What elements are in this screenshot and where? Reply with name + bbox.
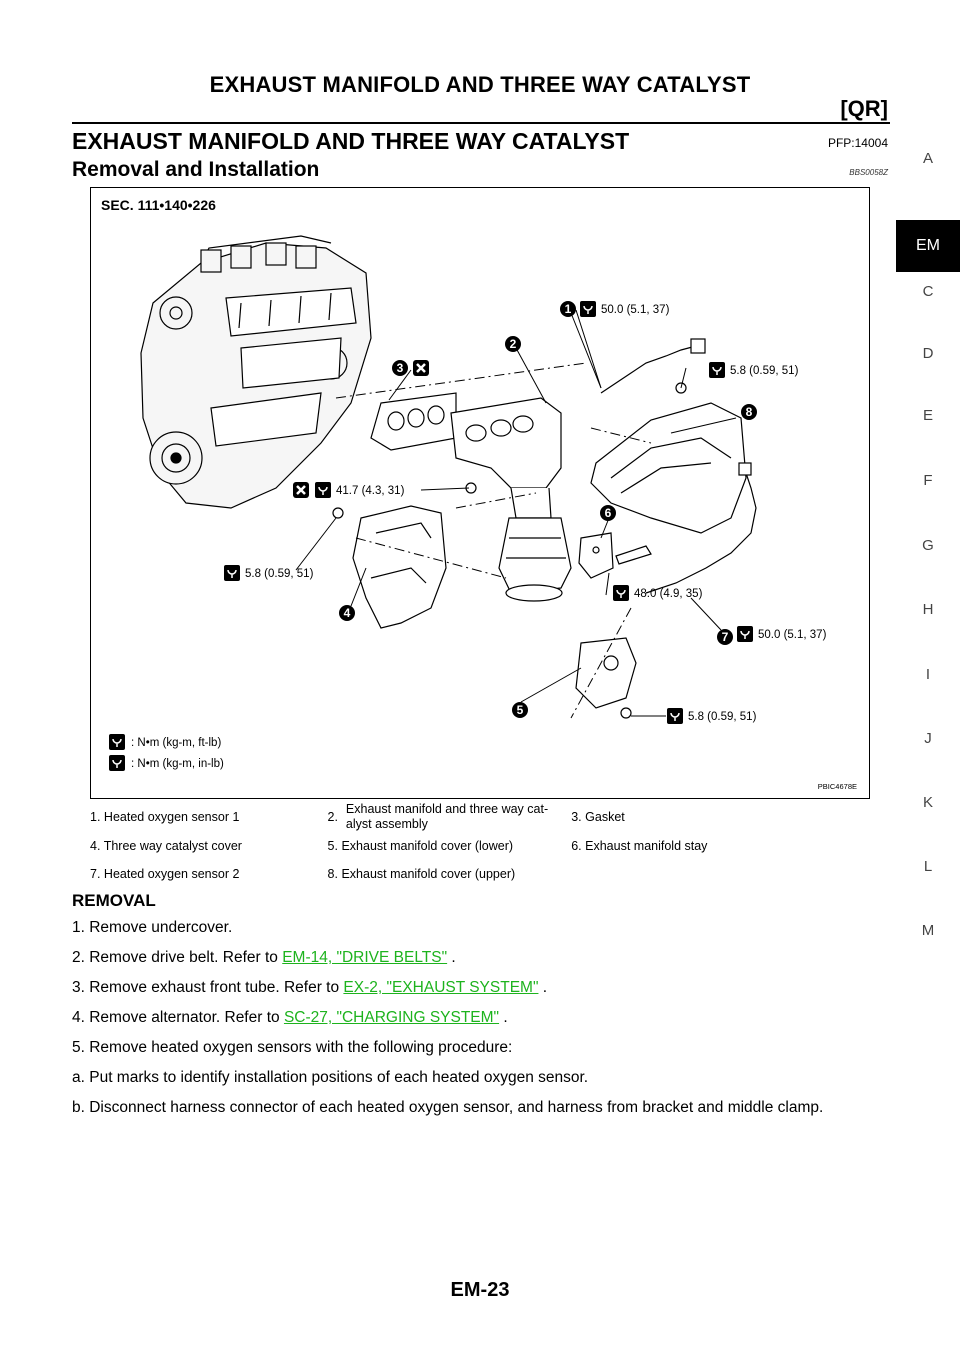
catalyst-cover-drawing	[352, 505, 447, 629]
ref-link-charging-system[interactable]: SC-27, "CHARGING SYSTEM"	[283, 1009, 500, 1026]
table-cell: 6. Exhaust manifold stay	[571, 838, 708, 853]
ref-link-drive-belts[interactable]: EM-14, "DRIVE BELTS"	[282, 949, 448, 966]
table-cell: 5. Exhaust manifold cover (lower)	[327, 838, 514, 853]
legend-ft-lb: : N•m (kg-m, ft-lb)	[131, 737, 221, 749]
index-tab-a[interactable]: A	[922, 150, 933, 167]
oxygen-sensor-2-drawing	[645, 462, 757, 594]
callout-5: 5	[517, 703, 524, 717]
reference-code: BBS0058Z	[849, 168, 888, 177]
sub-title: Removal and Installation	[72, 158, 320, 181]
callout-8: 8	[746, 405, 753, 419]
index-tab-e[interactable]: E	[922, 407, 933, 424]
manifold-stay-drawing	[578, 532, 652, 579]
step-5a: a. Put marks to identify installation po…	[72, 1069, 589, 1086]
ref-link-exhaust-system[interactable]: EX-2, "EXHAUST SYSTEM"	[343, 979, 539, 996]
index-tab-l[interactable]: L	[923, 858, 933, 875]
header-rule	[72, 122, 890, 124]
centerlines-drawing	[335, 362, 652, 719]
callout-4: 4	[344, 606, 351, 620]
parts-legend-table: 1. Heated oxygen sensor 1 2. Exhaust man…	[90, 802, 890, 888]
table-cell: Exhaust manifold and three way cat-alyst…	[345, 802, 549, 831]
callout-3: 3	[397, 361, 404, 375]
table-cell: 2.	[327, 809, 338, 824]
table-cell: 3. Gasket	[571, 809, 625, 824]
step-4: 4. Remove alternator. Refer to SC-27, "C…	[72, 1009, 508, 1026]
oxygen-sensor-1-drawing	[600, 338, 706, 394]
section-number: SEC. 111•140•226	[101, 197, 216, 213]
index-tab-g[interactable]: G	[922, 537, 934, 554]
figure-code: PBIC4678E	[818, 782, 857, 791]
step-2: 2. Remove drive belt. Refer to EM-14, "D…	[72, 949, 456, 966]
torque-label-1: 50.0 (5.1, 37)	[601, 304, 670, 316]
engine-block-drawing	[140, 235, 372, 509]
do-not-reuse-icon	[293, 360, 429, 498]
main-title: EXHAUST MANIFOLD AND THREE WAY CATALYST	[72, 128, 630, 154]
side-index: A EM C D E F G H I J K L M	[896, 0, 960, 1358]
table-cell: 8. Exhaust manifold cover (upper)	[327, 866, 516, 881]
torque-label-7: 5.8 (0.59, 51)	[688, 711, 757, 723]
removal-heading: REMOVAL	[72, 891, 156, 910]
torque-label-2: 5.8 (0.59, 51)	[730, 365, 799, 377]
manifold-cover-upper-drawing	[590, 402, 747, 534]
table-cell: 1. Heated oxygen sensor 1	[90, 809, 240, 824]
index-tab-j[interactable]: J	[924, 730, 932, 747]
index-tab-f[interactable]: F	[923, 472, 933, 489]
torque-label-4: 5.8 (0.59, 51)	[245, 568, 314, 580]
index-tab-i[interactable]: I	[925, 666, 931, 683]
index-tab-c[interactable]: C	[922, 283, 934, 300]
callout-markers: 1 2 3 4 5 6 7 8	[339, 301, 757, 718]
torque-label-3: 41.7 (4.3, 31)	[336, 485, 405, 497]
torque-wrench-glyphs	[112, 305, 750, 768]
callout-6: 6	[605, 506, 612, 520]
table-row: 1. Heated oxygen sensor 1 2. Exhaust man…	[90, 802, 890, 832]
table-cell	[571, 860, 890, 888]
legend-in-lb: : N•m (kg-m, in-lb)	[131, 758, 224, 770]
bolts-drawing	[332, 382, 687, 719]
torque-label-6: 50.0 (5.1, 37)	[758, 629, 827, 641]
index-tab-m[interactable]: M	[921, 922, 935, 939]
index-tab-d[interactable]: D	[922, 345, 934, 362]
running-title: EXHAUST MANIFOLD AND THREE WAY CATALYST	[209, 72, 751, 97]
table-cell: 4. Three way catalyst cover	[90, 838, 242, 853]
section-tag: [QR]	[840, 96, 888, 121]
index-tab-k[interactable]: K	[922, 794, 933, 811]
exhaust-manifold-drawing	[450, 397, 572, 602]
exploded-diagram: SEC. 111•140•226	[90, 187, 870, 799]
torque-label-5: 48.0 (4.9, 35)	[634, 588, 703, 600]
table-row: 4. Three way catalyst cover 5. Exhaust m…	[90, 832, 890, 860]
page-number: EM-23	[450, 1279, 510, 1301]
leader-lines	[295, 309, 737, 717]
callout-2: 2	[510, 337, 517, 351]
step-5b: b. Disconnect harness connector of each …	[72, 1099, 824, 1116]
gasket-drawing	[370, 392, 457, 451]
step-3: 3. Remove exhaust front tube. Refer to E…	[72, 979, 548, 996]
manifold-cover-lower-drawing	[575, 637, 637, 709]
step-5: 5. Remove heated oxygen sensors with the…	[72, 1039, 513, 1056]
index-tab-h[interactable]: H	[922, 601, 934, 618]
step-1: 1. Remove undercover.	[72, 919, 233, 936]
callout-7: 7	[722, 630, 729, 644]
pfp-code: PFP:14004	[827, 136, 888, 150]
torque-wrench-icon	[109, 301, 753, 771]
index-tab-em-active[interactable]: EM	[896, 220, 960, 272]
table-cell: 7. Heated oxygen sensor 2	[90, 866, 240, 881]
table-row: 7. Heated oxygen sensor 2 8. Exhaust man…	[90, 860, 890, 888]
callout-1: 1	[565, 302, 572, 316]
